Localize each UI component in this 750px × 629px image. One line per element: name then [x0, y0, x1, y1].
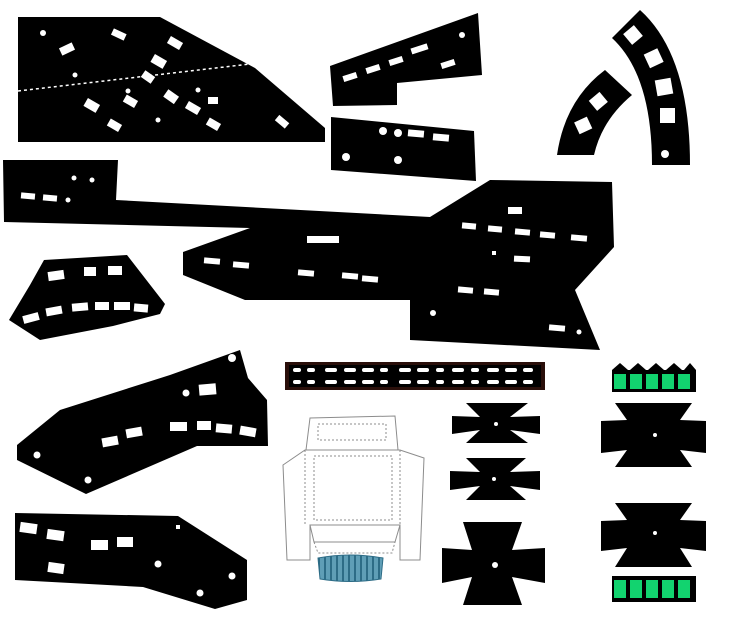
- part-top-left-triangle-plate: [17, 17, 325, 142]
- part-green-strip-top: [612, 363, 696, 392]
- part-bowtie-fin-1: [452, 403, 540, 443]
- part-central-wing-plate: [3, 160, 614, 350]
- part-curved-arc-inner: [557, 70, 632, 155]
- part-blue-ribbed: [317, 554, 384, 582]
- part-dotted-strip: [285, 362, 545, 390]
- part-green-strip-bottom: [612, 576, 696, 602]
- part-curved-arc-outer: [612, 10, 690, 165]
- part-left-hex-plate: [9, 255, 165, 340]
- part-bottom-left-plate: [15, 513, 247, 609]
- part-bowtie-fin-2: [450, 458, 540, 500]
- part-top-center-angled-bar: [330, 13, 482, 106]
- part-bowtie-fin-4: [601, 403, 706, 467]
- part-outlined-box-wireframe: [282, 415, 425, 561]
- part-bowtie-fin-3: [442, 522, 545, 605]
- part-top-center-lower-plate: [331, 117, 476, 181]
- part-bowtie-fin-5: [601, 503, 706, 567]
- part-left-angled-plate: [17, 350, 268, 494]
